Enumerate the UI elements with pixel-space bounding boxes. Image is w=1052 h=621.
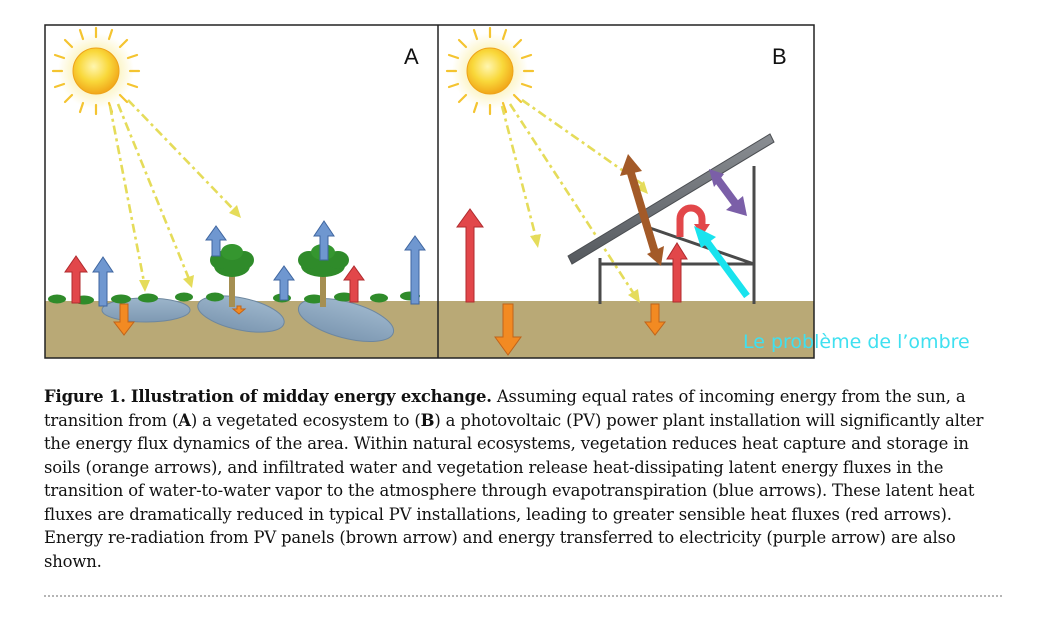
caption-panel-a-ref: A — [178, 410, 191, 430]
solar-rays — [500, 98, 643, 295]
figure-number: Figure 1. — [44, 387, 126, 406]
latent-heat-arrows — [92, 220, 426, 307]
electricity-arrow — [709, 169, 747, 216]
panel-b: B — [445, 26, 787, 356]
water-pools — [101, 295, 395, 343]
figure-border — [44, 24, 815, 359]
pv-panel — [567, 133, 775, 265]
figure-1: A — [44, 24, 974, 373]
caption-text: ) a vegetated ecosystem to ( — [190, 410, 421, 430]
soil-heat-arrows — [494, 303, 667, 356]
sensible-heat-curl — [676, 204, 706, 237]
tree-2 — [298, 244, 349, 307]
sensible-heat-arrows — [456, 208, 688, 303]
caption-title: Illustration of midday energy exchange. — [130, 387, 492, 406]
caption-text: ) a photovoltaic (PV) power plant instal… — [44, 410, 984, 571]
panel-a-label: A — [404, 44, 419, 69]
solar-rays — [108, 99, 235, 283]
panel-a: A — [48, 26, 426, 343]
sensible-heat-arrows — [64, 255, 365, 304]
caption-text: Assuming equal rates of incoming energy … — [44, 387, 966, 430]
energy-exchange-illustration: A — [44, 24, 970, 359]
panel-b-label: B — [772, 44, 787, 69]
shade-annotation: Le problème de l’ombre — [743, 331, 970, 353]
sun-icon — [445, 26, 535, 116]
sun-icon — [51, 26, 141, 116]
dotted-divider — [44, 595, 1002, 597]
soil-heat-arrows — [112, 303, 247, 336]
caption-panel-b-ref: B — [420, 410, 435, 430]
reradiation-arrow — [620, 154, 664, 266]
tree-1 — [210, 244, 254, 307]
shade-arrow — [694, 226, 750, 299]
soil-b — [438, 301, 814, 358]
figure-caption: Figure 1. Illustration of midday energy … — [44, 385, 1004, 573]
